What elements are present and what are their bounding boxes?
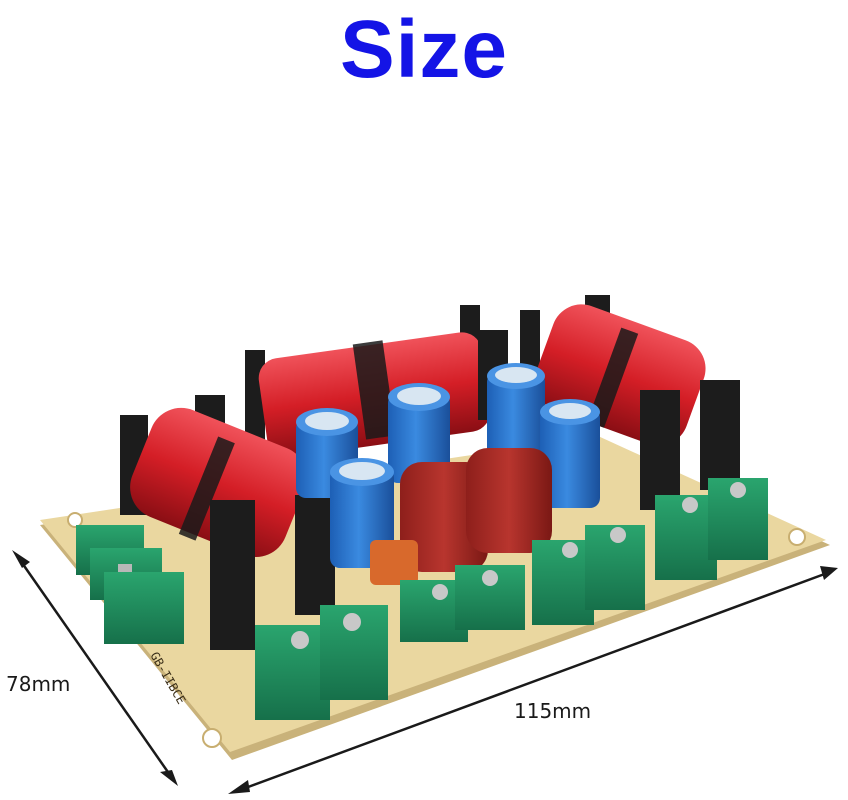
inductor-coil-left — [120, 395, 335, 650]
width-dimension-arrow — [12, 550, 178, 786]
terminal-block-2 — [400, 565, 525, 642]
terminal-blocks — [76, 478, 768, 720]
length-dimension-arrow — [228, 566, 838, 794]
terminal-block-4 — [655, 478, 768, 580]
capacitor — [540, 399, 600, 508]
size-title: Size — [339, 4, 509, 95]
capacitor — [388, 383, 450, 483]
capacitor — [487, 363, 545, 462]
terminal-block-1 — [255, 605, 388, 720]
terminal-block-left — [76, 525, 184, 644]
inductor-coil-center — [245, 305, 508, 458]
width-dimension-label: 78mm — [6, 672, 71, 696]
terminal-block-3 — [532, 525, 645, 625]
film-capacitors — [370, 448, 552, 585]
length-dimension-label: 115mm — [514, 699, 592, 723]
